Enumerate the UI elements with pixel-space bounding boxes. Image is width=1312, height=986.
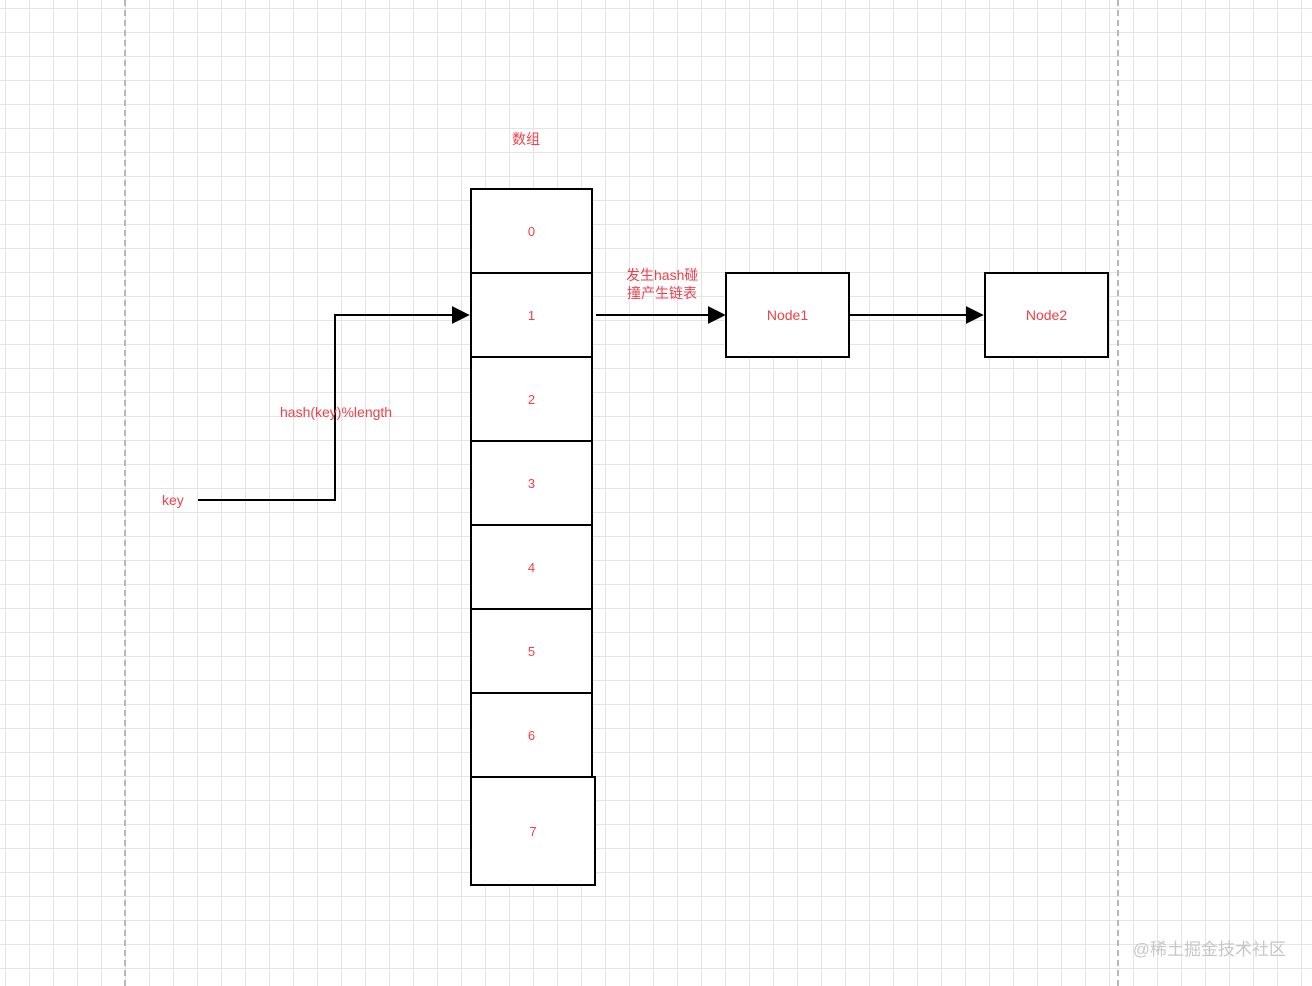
- collision-label-line2: 撞产生链表: [627, 285, 697, 301]
- array-cell: 6: [470, 692, 593, 778]
- key-label: key: [162, 492, 184, 508]
- array-cell: 5: [470, 608, 593, 694]
- array-cell: 3: [470, 440, 593, 526]
- collision-label-line1: 发生hash碰: [626, 267, 699, 283]
- array-title: 数组: [512, 131, 540, 147]
- array-cell: 0: [470, 188, 593, 274]
- linked-node-1: Node1: [725, 272, 850, 358]
- linked-node-2: Node2: [984, 272, 1109, 358]
- array-cell: 7: [470, 776, 596, 886]
- array-cell: 1: [470, 272, 593, 358]
- array-cell: 4: [470, 524, 593, 610]
- page-border-left: [124, 0, 126, 986]
- array-cell: 2: [470, 356, 593, 442]
- hash-function-label: hash(key)%length: [280, 404, 393, 420]
- key-to-bucket-arrow: [198, 306, 470, 501]
- watermark: @稀土掘金技术社区: [1132, 940, 1286, 959]
- page-border-right: [1117, 0, 1119, 986]
